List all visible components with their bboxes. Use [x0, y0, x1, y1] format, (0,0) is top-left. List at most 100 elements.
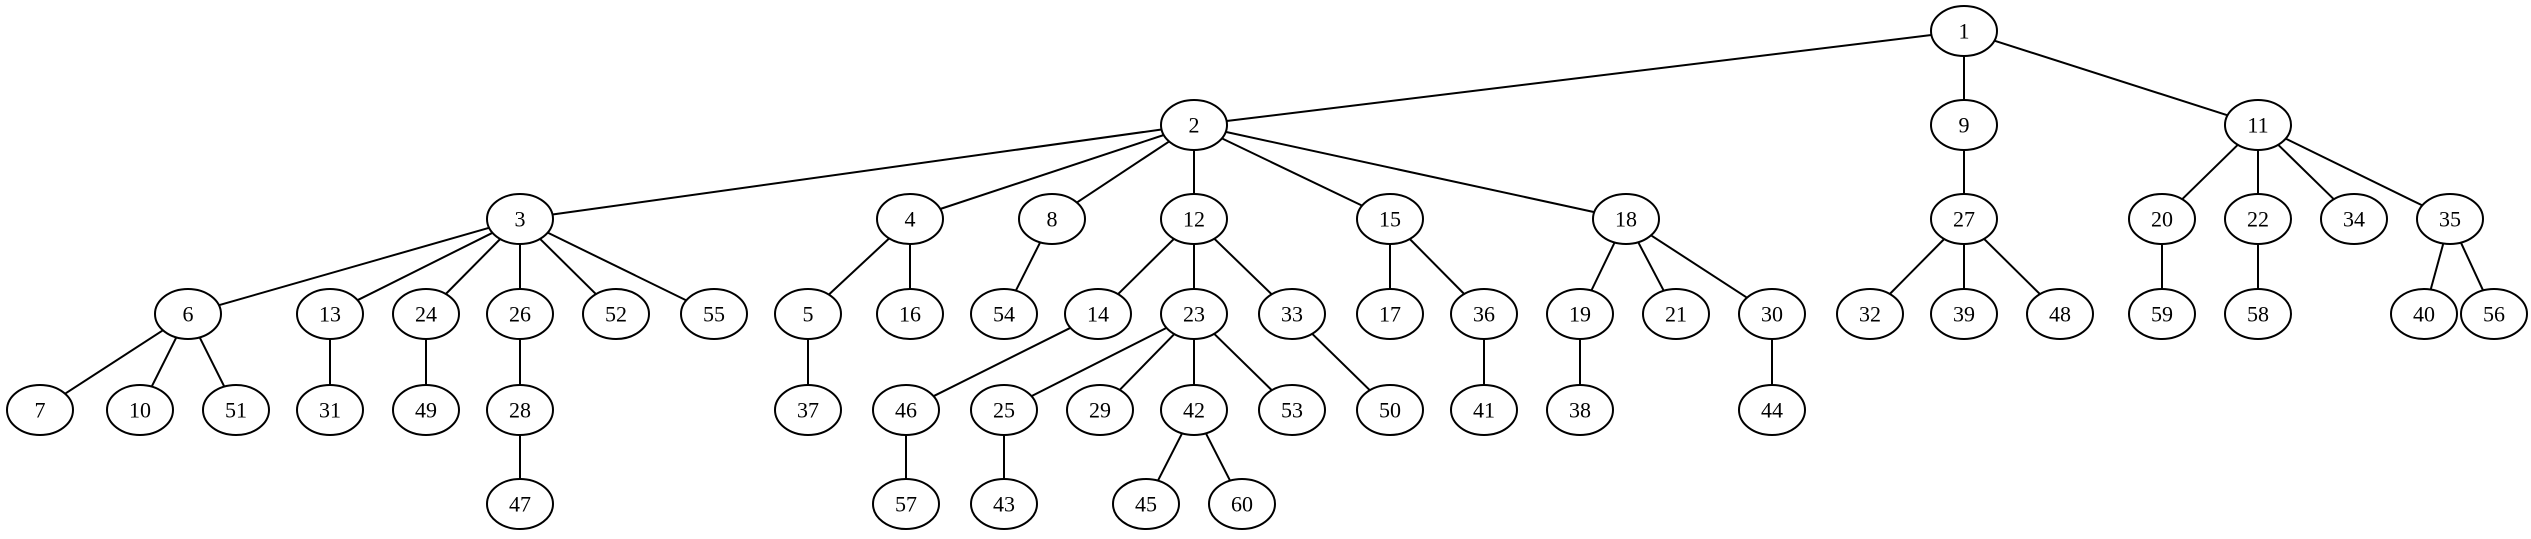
- node-label: 57: [895, 492, 917, 517]
- node-label: 13: [319, 302, 341, 327]
- node-ellipse: [2224, 193, 2292, 245]
- node-ellipse: [1066, 384, 1134, 436]
- node-ellipse: [970, 384, 1038, 436]
- node-ellipse: [1738, 384, 1806, 436]
- node-52: 52: [582, 288, 650, 340]
- node-32: 32: [1836, 288, 1904, 340]
- node-ellipse: [296, 384, 364, 436]
- node-label: 8: [1047, 207, 1058, 232]
- edge-42-45: [1157, 432, 1183, 482]
- node-7: 7: [6, 384, 74, 436]
- edge-18-30: [1650, 234, 1748, 299]
- node-36: 36: [1450, 288, 1518, 340]
- node-ellipse: [872, 384, 940, 436]
- node-35: 35: [2416, 193, 2484, 245]
- node-label: 18: [1615, 207, 1637, 232]
- node-label: 55: [703, 302, 725, 327]
- node-38: 38: [1546, 384, 1614, 436]
- node-label: 27: [1953, 207, 1975, 232]
- node-20: 20: [2128, 193, 2196, 245]
- node-17: 17: [1356, 288, 1424, 340]
- node-label: 21: [1665, 302, 1687, 327]
- node-label: 12: [1183, 207, 1205, 232]
- node-23: 23: [1160, 288, 1228, 340]
- node-ellipse: [486, 193, 554, 245]
- node-57: 57: [872, 478, 940, 530]
- node-29: 29: [1066, 384, 1134, 436]
- node-label: 52: [605, 302, 627, 327]
- node-56: 56: [2460, 288, 2528, 340]
- node-18: 18: [1592, 193, 1660, 245]
- node-ellipse: [1450, 384, 1518, 436]
- node-ellipse: [1738, 288, 1806, 340]
- node-60: 60: [1208, 478, 1276, 530]
- edge-27-48: [1983, 238, 2041, 295]
- node-label: 35: [2439, 207, 2461, 232]
- edge-11-20: [2181, 144, 2239, 200]
- edge-3-24: [445, 238, 501, 295]
- node-27: 27: [1930, 193, 1998, 245]
- node-label: 34: [2343, 207, 2365, 232]
- node-label: 38: [1569, 398, 1591, 423]
- node-label: 43: [993, 492, 1015, 517]
- node-ellipse: [1064, 288, 1132, 340]
- edge-18-21: [1637, 241, 1665, 292]
- node-43: 43: [970, 478, 1038, 530]
- node-21: 21: [1642, 288, 1710, 340]
- edge-4-5: [828, 237, 890, 296]
- node-label: 24: [415, 302, 437, 327]
- node-51: 51: [202, 384, 270, 436]
- node-label: 23: [1183, 302, 1205, 327]
- node-label: 40: [2413, 302, 2435, 327]
- node-ellipse: [1546, 384, 1614, 436]
- node-label: 50: [1379, 398, 1401, 423]
- node-ellipse: [774, 384, 842, 436]
- node-26: 26: [486, 288, 554, 340]
- node-ellipse: [1356, 193, 1424, 245]
- node-label: 45: [1135, 492, 1157, 517]
- node-label: 48: [2049, 302, 2071, 327]
- node-label: 32: [1859, 302, 1881, 327]
- node-ellipse: [154, 288, 222, 340]
- node-ellipse: [876, 288, 944, 340]
- edge-2-15: [1221, 137, 1363, 207]
- node-ellipse: [1356, 384, 1424, 436]
- node-label: 58: [2247, 302, 2269, 327]
- node-19: 19: [1546, 288, 1614, 340]
- edge-3-55: [547, 231, 687, 302]
- node-9: 9: [1930, 99, 1998, 151]
- node-16: 16: [876, 288, 944, 340]
- node-ellipse: [2026, 288, 2094, 340]
- node-ellipse: [2224, 288, 2292, 340]
- edge-2-3: [552, 128, 1162, 216]
- edge-11-35: [2285, 137, 2423, 207]
- node-label: 16: [899, 302, 921, 327]
- node-ellipse: [1930, 193, 1998, 245]
- node-5: 5: [774, 288, 842, 340]
- node-55: 55: [680, 288, 748, 340]
- node-ellipse: [1258, 384, 1326, 436]
- node-50: 50: [1356, 384, 1424, 436]
- edge-23-25: [1031, 327, 1167, 397]
- node-ellipse: [1546, 288, 1614, 340]
- edge-11-34: [2277, 144, 2335, 200]
- node-ellipse: [106, 384, 174, 436]
- node-10: 10: [106, 384, 174, 436]
- node-8: 8: [1018, 193, 1086, 245]
- node-53: 53: [1258, 384, 1326, 436]
- node-ellipse: [1592, 193, 1660, 245]
- edge-35-40: [2429, 243, 2445, 290]
- node-ellipse: [392, 384, 460, 436]
- node-ellipse: [774, 288, 842, 340]
- node-label: 30: [1761, 302, 1783, 327]
- node-47: 47: [486, 478, 554, 530]
- node-ellipse: [486, 384, 554, 436]
- node-label: 29: [1089, 398, 1111, 423]
- node-label: 60: [1231, 492, 1253, 517]
- node-24: 24: [392, 288, 460, 340]
- node-ellipse: [1356, 288, 1424, 340]
- node-label: 56: [2483, 302, 2505, 327]
- edge-15-36: [1409, 238, 1465, 295]
